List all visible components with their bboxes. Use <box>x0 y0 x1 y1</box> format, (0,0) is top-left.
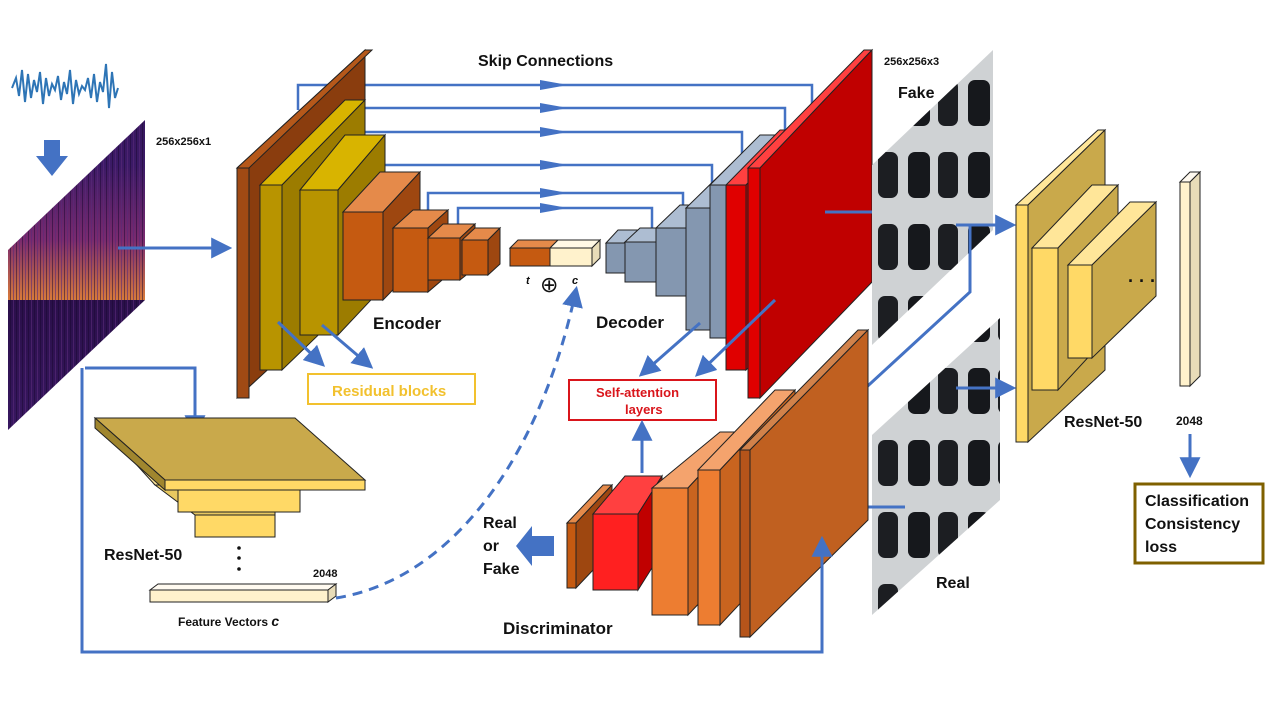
skip-connections-title: Skip Connections <box>478 53 613 70</box>
discriminator-block-5 <box>738 328 870 639</box>
feature-vector-bar <box>148 583 338 603</box>
fake-label: Fake <box>898 85 935 102</box>
resnet-right-output-vector <box>1178 170 1202 388</box>
c-label: c <box>572 275 578 287</box>
resnet-left-vertical-ellipsis <box>237 546 241 571</box>
skip-arrowheads <box>540 80 568 213</box>
input-dim-label: 256x256x1 <box>156 136 211 148</box>
fake-to-discriminator-arrow <box>818 225 972 431</box>
self-attention-label-2: layers <box>625 402 663 417</box>
loss-label-2: Consistency <box>1145 516 1240 533</box>
resnet-left-label: ResNet-50 <box>104 547 182 564</box>
resnet-right-label: ResNet-50 <box>1064 414 1142 431</box>
spectrogram <box>8 120 145 430</box>
feature-c-label: c <box>271 613 279 629</box>
resnet-left-block-1 <box>93 416 367 492</box>
encoder-label: Encoder <box>373 314 441 333</box>
down-arrow-icon <box>36 140 68 176</box>
real-or-fake-label-1: Real <box>483 515 517 532</box>
feature-to-c-dashed-arrow <box>335 285 583 600</box>
loss-box <box>1133 482 1265 565</box>
loss-label-1: Classification <box>1145 493 1249 510</box>
real-or-fake-label-2: or <box>483 538 499 555</box>
residual-blocks-label: Residual blocks <box>332 383 446 400</box>
real-label: Real <box>936 575 970 592</box>
resnet-right-ellipsis: · · · <box>1128 271 1156 291</box>
attn-arrow-decoder-1 <box>638 321 701 377</box>
bottleneck-t <box>508 239 560 267</box>
decoder-label: Decoder <box>596 313 664 332</box>
fake-image <box>872 50 993 345</box>
residual-arrow-2 <box>321 323 374 369</box>
decoder-block-7 <box>746 48 874 400</box>
dim-2048-right: 2048 <box>1176 414 1203 428</box>
spec-to-resnet-arrow <box>85 366 206 437</box>
real-or-fake-arrow-icon <box>516 526 554 566</box>
discriminator-label: Discriminator <box>503 619 613 638</box>
residual-arrow-1 <box>276 320 326 367</box>
spec-to-discriminator-line <box>80 368 833 654</box>
output-dim-label: 256x256x3 <box>884 56 939 68</box>
real-image <box>872 318 1000 615</box>
attn-arrow-decoder-2 <box>694 298 777 377</box>
t-label: t <box>526 275 531 287</box>
loss-label-3: loss <box>1145 539 1177 556</box>
residual-blocks-box <box>307 373 476 405</box>
audio-waveform <box>11 63 119 109</box>
bottleneck-c <box>548 238 602 268</box>
self-attention-label-1: Self-attention <box>596 385 679 400</box>
dim-2048-left: 2048 <box>313 568 337 580</box>
real-or-fake-label-3: Fake <box>483 561 520 578</box>
encoder-block-7 <box>460 226 502 277</box>
oplus-symbol: ⊕ <box>540 272 558 297</box>
resnet-right-block-3 <box>1066 200 1158 360</box>
feature-vectors-label: Feature Vectors c <box>178 613 279 629</box>
